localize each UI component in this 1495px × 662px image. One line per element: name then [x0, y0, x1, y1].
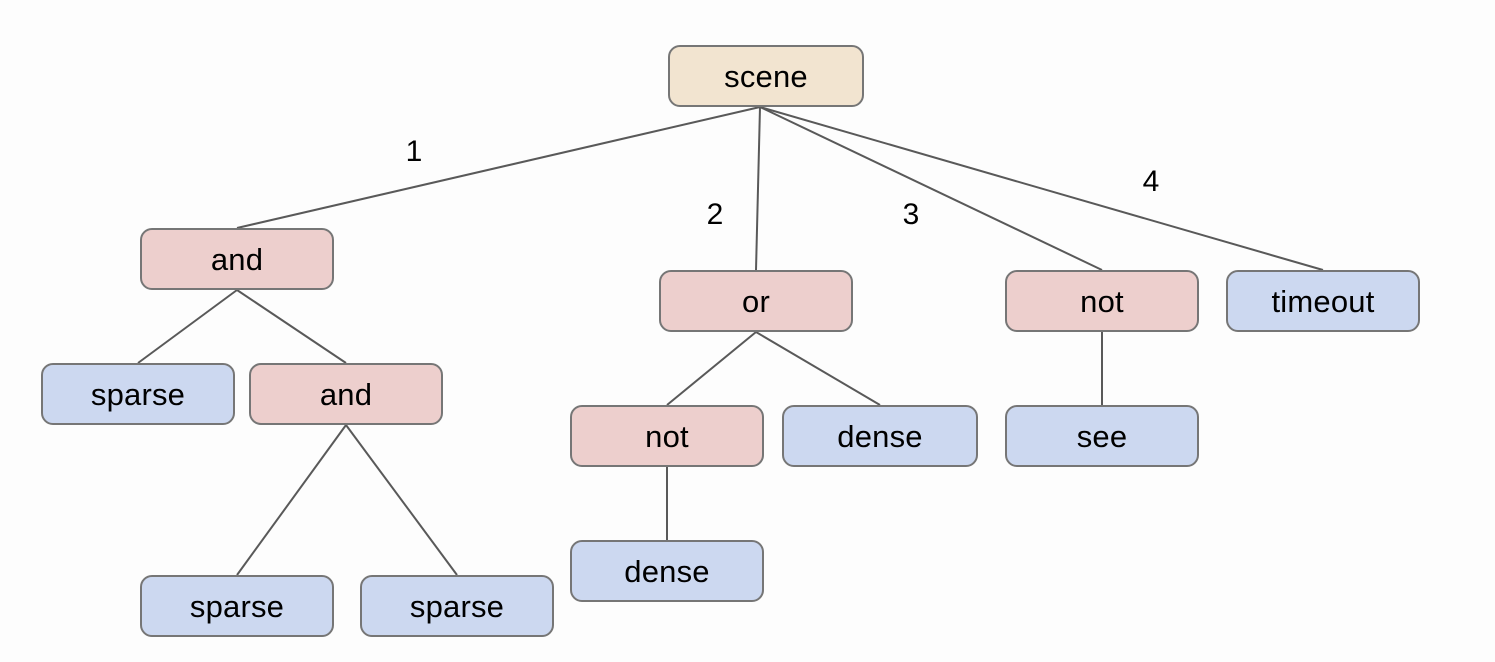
tree-edge	[755, 106, 761, 271]
edge-label-2: 2	[706, 198, 724, 231]
tree-edge	[666, 331, 757, 406]
tree-edge	[236, 424, 347, 576]
tree-node-timeout1[interactable]: timeout	[1226, 270, 1420, 332]
tree-edge	[759, 106, 1103, 271]
tree-edge	[755, 331, 881, 406]
tree-node-dense1[interactable]: dense	[782, 405, 978, 467]
tree-node-scene[interactable]: scene	[668, 45, 864, 107]
tree-node-sparse3[interactable]: sparse	[360, 575, 554, 637]
tree-node-see1[interactable]: see	[1005, 405, 1199, 467]
tree-node-and1[interactable]: and	[140, 228, 334, 290]
tree-node-sparse1[interactable]: sparse	[41, 363, 235, 425]
tree-edge	[236, 106, 761, 229]
tree-node-sparse2[interactable]: sparse	[140, 575, 334, 637]
tree-node-or1[interactable]: or	[659, 270, 853, 332]
tree-edge	[345, 424, 458, 576]
edge-label-1: 1	[405, 135, 423, 168]
tree-edge	[236, 289, 347, 364]
tree-node-not2[interactable]: not	[570, 405, 764, 467]
tree-node-and2[interactable]: and	[249, 363, 443, 425]
tree-edge	[137, 289, 238, 364]
edge-label-4: 4	[1142, 165, 1160, 198]
edge-label-3: 3	[902, 198, 920, 231]
tree-edge	[759, 106, 1324, 271]
tree-node-dense2[interactable]: dense	[570, 540, 764, 602]
tree-node-not1[interactable]: not	[1005, 270, 1199, 332]
